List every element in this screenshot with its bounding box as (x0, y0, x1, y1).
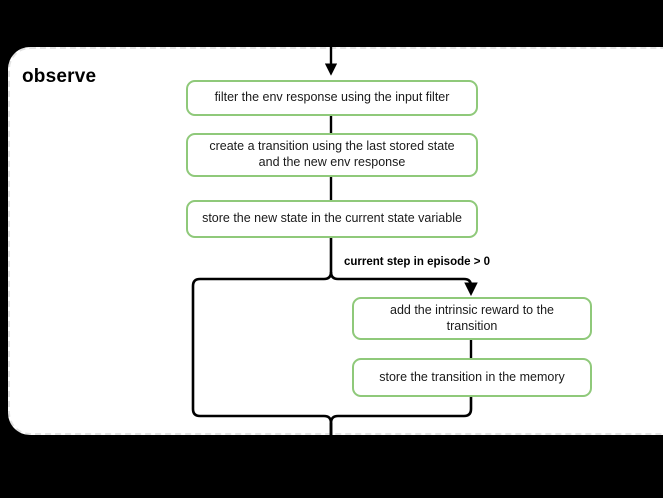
node-label: add the intrinsic reward to the transiti… (390, 302, 554, 333)
node-store-new-state[interactable]: store the new state in the current state… (186, 200, 478, 238)
node-label: create a transition using the last store… (209, 139, 455, 169)
node-label: store the transition in the memory (379, 369, 565, 384)
panel-title: observe (22, 66, 97, 87)
node-add-intrinsic-reward[interactable]: add the intrinsic reward to the transiti… (352, 297, 592, 340)
edge-label-condition: current step in episode > 0 (344, 256, 491, 268)
node-label: store the new state in the current state… (202, 211, 462, 226)
node-store-transition-memory[interactable]: store the transition in the memory (352, 358, 592, 397)
node-label: filter the env response using the input … (214, 90, 450, 105)
node-filter-env-response[interactable]: filter the env response using the input … (186, 80, 478, 116)
node-create-transition[interactable]: create a transition using the last store… (186, 133, 478, 177)
